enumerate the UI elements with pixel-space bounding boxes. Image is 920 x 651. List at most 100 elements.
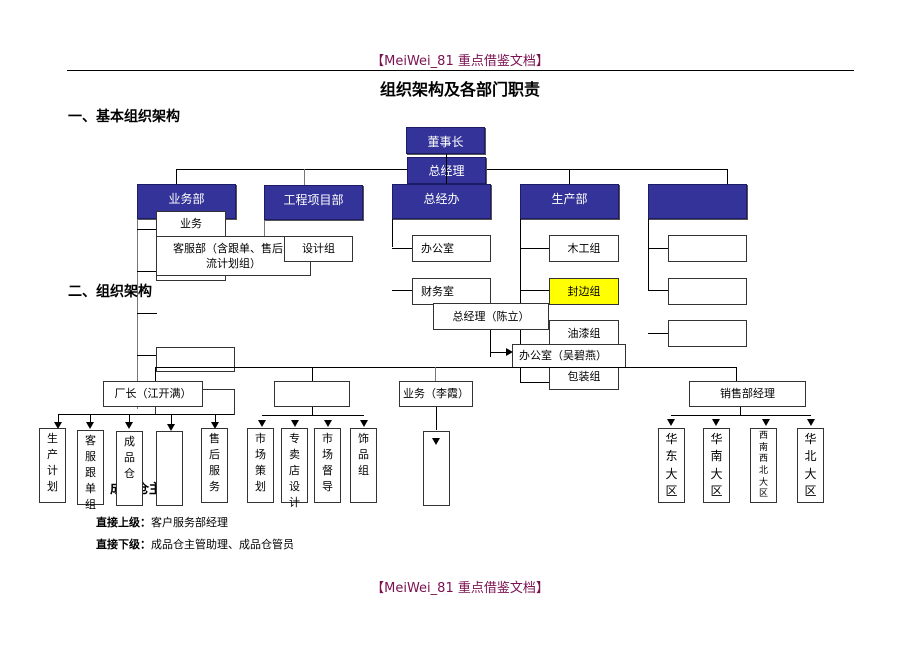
connector (727, 169, 728, 185)
connector (129, 414, 130, 422)
document-title: 组织架构及各部门职责 (379, 80, 540, 99)
char: 大 (804, 466, 817, 481)
sub-box-finance: 财务室 (412, 278, 491, 305)
direct-superior-label: 直接上级： (96, 516, 151, 529)
connector (137, 219, 138, 409)
char: 市 (255, 432, 266, 445)
arrow-down-icon (258, 420, 266, 427)
arrow-down-icon (360, 420, 368, 427)
direct-subordinate-row: 直接下级：成品仓主管助理、成品仓管员 (96, 536, 294, 552)
marketing-sub-store-design: 专卖店设计 (281, 428, 308, 509)
region-north: 华北大区 (797, 428, 824, 503)
connector (648, 290, 668, 291)
sub-box-painting: 油漆组 (549, 320, 619, 347)
connector (137, 271, 157, 272)
char: 服 (209, 463, 220, 477)
marketing-sub-accessories: 饰品组 (350, 428, 377, 503)
arrow-down-icon (712, 419, 720, 426)
section-heading-structure: 二、组织架构 (68, 284, 152, 300)
factory-head-box: 厂长（江开满） (103, 381, 203, 407)
gm-chen-box: 总经理（陈立） (433, 303, 549, 330)
connector (171, 414, 172, 424)
dept-box-production: 生产部 (520, 184, 619, 219)
char: 场 (322, 447, 333, 461)
char: 组 (85, 497, 96, 511)
region-south: 华南大区 (703, 428, 730, 503)
arrow-down-icon (54, 422, 62, 429)
sales-lixia-box: 业务（李霞） (399, 381, 473, 407)
blank-box-left (156, 347, 235, 372)
char: 北 (758, 466, 768, 477)
arrow-down-icon (125, 422, 133, 429)
cs-line-1: 客服部（含跟单、售后、 (173, 241, 294, 255)
dept-box-engineering: 工程项目部 (264, 185, 363, 220)
direct-superior-row: 直接上级：客户服务部经理 (96, 514, 228, 530)
marketing-sub-supervision: 市场督导 (314, 428, 341, 503)
char: 大 (665, 466, 678, 481)
connector (58, 414, 234, 415)
connector (671, 415, 811, 416)
connector (648, 333, 668, 334)
arrow-down-icon (167, 424, 175, 431)
direct-superior-value: 客户服务部经理 (151, 516, 228, 529)
char: 售 (209, 432, 220, 445)
char: 策 (255, 463, 266, 477)
connector (436, 407, 437, 430)
char: 卖 (289, 447, 300, 461)
sub-box-blank-2 (668, 278, 747, 305)
sub-box-blank-1 (668, 235, 747, 262)
connector (740, 407, 741, 416)
char: 区 (758, 489, 768, 500)
marketing-sub-planning: 市场策划 (247, 428, 274, 503)
char: 店 (289, 463, 300, 477)
connector (392, 248, 412, 249)
sales-manager-box: 销售部经理 (689, 381, 806, 407)
char: 饰 (358, 432, 369, 445)
connector (736, 367, 737, 381)
char: 跟 (85, 465, 96, 479)
char: 北 (804, 449, 817, 464)
office-wu-box: 办公室（吴碧燕） (512, 344, 626, 368)
char: 大 (710, 466, 723, 481)
chairman-box: 董事长 (406, 127, 485, 154)
char: 务 (209, 479, 220, 493)
char: 督 (322, 463, 333, 477)
direct-subordinate-value: 成品仓主管助理、成品仓管员 (151, 538, 294, 551)
connector (312, 367, 313, 381)
marketing-head-box-blank (274, 381, 350, 407)
connector (137, 355, 157, 356)
char: 区 (665, 484, 678, 499)
char: 划 (47, 479, 58, 493)
connector (648, 219, 649, 291)
region-east: 华东大区 (658, 428, 685, 503)
section-heading-basic: 一、基本组织架构 (68, 109, 180, 125)
factory-sub-cs-followup: 客服跟单组 (77, 430, 104, 511)
factory-sub-production-planning: 生产计划 (39, 428, 66, 503)
direct-subordinate-label: 直接下级： (96, 538, 151, 551)
connector (90, 414, 91, 422)
sub-box-office: 办公室 (412, 235, 491, 262)
char: 计 (47, 463, 58, 477)
char: 导 (322, 479, 333, 493)
connector (520, 248, 549, 249)
watermark-bottom: 【MeiWei_81 重点借鉴文档】 (371, 581, 549, 596)
char: 组 (358, 463, 369, 477)
connector (304, 169, 305, 185)
char: 计 (289, 495, 300, 509)
connector (490, 330, 491, 357)
arrow-down-icon (667, 419, 675, 426)
char: 仓 (124, 466, 135, 480)
char: 品 (358, 447, 369, 461)
region-southwest-northwest: 西南西北大区 (750, 428, 777, 503)
dept-box-gm-office: 总经办 (392, 184, 491, 219)
connector (262, 415, 364, 416)
connector (137, 229, 157, 230)
arrow-down-icon (291, 420, 299, 427)
char: 品 (124, 450, 135, 464)
sub-box-woodwork: 木工组 (549, 235, 619, 262)
char: 华 (665, 432, 678, 446)
char: 市 (322, 432, 333, 445)
connector (176, 169, 177, 185)
char: 生 (47, 432, 58, 445)
arrow-down-icon (807, 419, 815, 426)
